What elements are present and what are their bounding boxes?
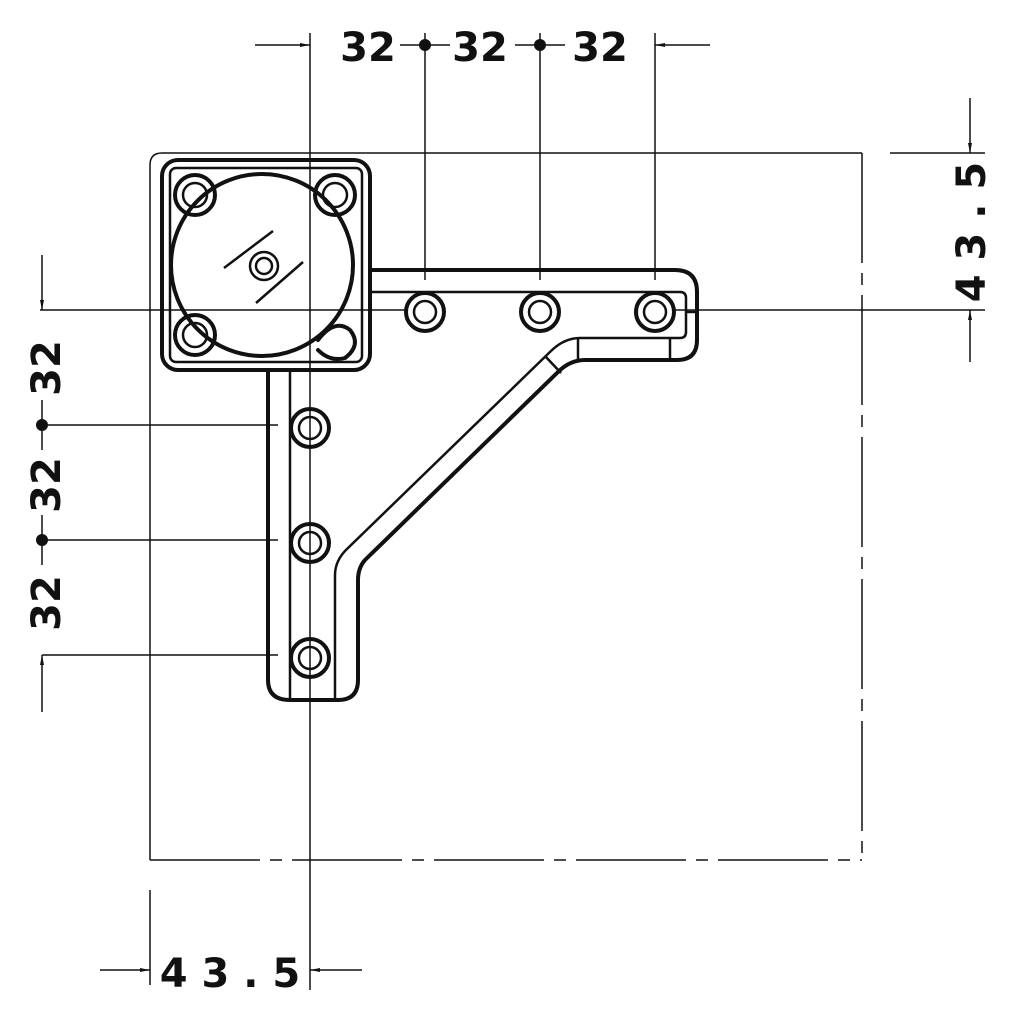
- arm-holes: [289, 291, 676, 679]
- dim-bottom-offset: 4 3 . 5: [160, 951, 300, 997]
- mounting-plate: [160, 158, 372, 372]
- corner-holes: [173, 173, 357, 361]
- extension-lines: [40, 33, 985, 990]
- bracket-arms: [266, 268, 699, 702]
- bottom-dimension: 4 3 . 5: [100, 951, 362, 997]
- cabinet-outline: [149, 152, 863, 861]
- dim-left-1: 32: [24, 340, 70, 396]
- dim-left-3: 32: [24, 575, 70, 631]
- left-dimension: 32 32 32: [24, 255, 70, 712]
- dim-top-2: 32: [452, 25, 508, 71]
- top-dimension: 32 32 32: [255, 25, 710, 71]
- dim-right-offset: 4 3 . 5: [949, 162, 995, 302]
- dim-left-2: 32: [24, 457, 70, 513]
- dim-top-3: 32: [572, 25, 628, 71]
- right-dimension: 4 3 . 5: [949, 98, 995, 362]
- dim-top-1: 32: [340, 25, 396, 71]
